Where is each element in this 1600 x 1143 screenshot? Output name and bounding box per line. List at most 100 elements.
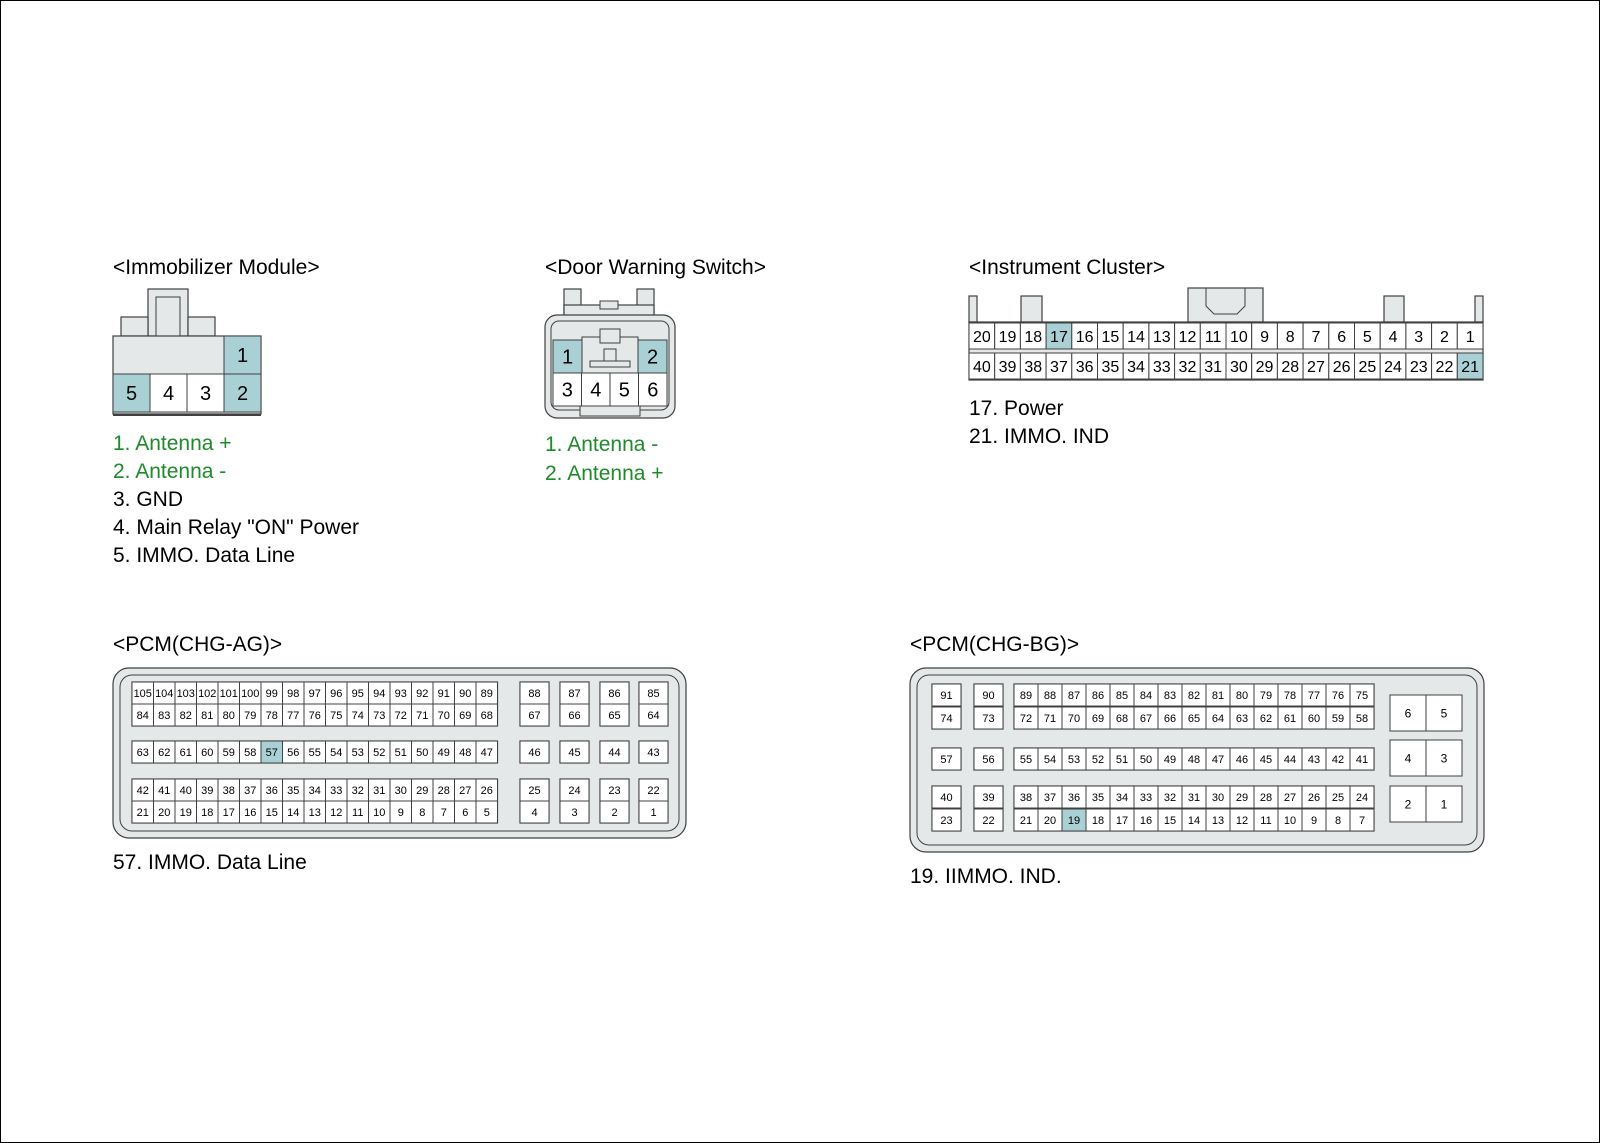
cluster-pin-label: 34 [1127, 359, 1145, 376]
cluster-pin-label: 38 [1024, 359, 1042, 376]
door-switch-title: <Door Warning Switch> [545, 256, 766, 279]
pcm-ag-pin-label: 28 [438, 785, 450, 797]
pcm-ag-pin-label: 67 [528, 710, 540, 722]
pcm-bg-pin-label: 61 [1284, 713, 1296, 725]
pcm-bg-pin-label: 11 [1260, 815, 1271, 827]
cluster-pin-label: 9 [1260, 329, 1269, 346]
cluster-pin-label: 31 [1204, 359, 1222, 376]
immobilizer-pin-label: 5 [126, 383, 137, 405]
immobilizer-pin-3 [186, 373, 225, 413]
pcm-ag-pin-label: 18 [201, 807, 213, 819]
pcm-ag-pin-label: 27 [459, 785, 471, 797]
pcm-bg-pin-label: 30 [1212, 792, 1224, 804]
cluster-tab [1383, 295, 1405, 323]
immobilizer-legend-item: 2. Antenna - [113, 460, 226, 483]
pcm-bg-pin-label: 63 [1236, 713, 1248, 725]
pcm-bg-pin-label: 24 [1356, 792, 1368, 804]
pcm-bg-pin-39 [973, 785, 1004, 809]
door-switch-pin-label: 2 [647, 347, 658, 369]
pcm-bg-pin-label: 75 [1356, 690, 1368, 702]
door-switch-pin-label: 4 [590, 380, 601, 402]
cluster-pin-6 [1328, 322, 1356, 350]
pcm-bg-pin-label: 29 [1236, 792, 1248, 804]
pcm-ag-pin-label: 42 [137, 785, 149, 797]
pcm-bg-legend-item: 19. IIMMO. IND. [910, 865, 1062, 888]
pcm-bg-pin-label: 56 [982, 754, 994, 766]
pcm-ag-pin-label: 83 [158, 710, 170, 722]
pcm-ag-pin-label: 8 [419, 807, 425, 819]
pcm-ag-pin-label: 98 [287, 688, 299, 700]
pcm-ag-pin-68 [475, 703, 498, 727]
pcm-ag-pin-64 [638, 703, 669, 727]
pcm-bg-pin-label: 46 [1236, 754, 1248, 766]
pcm-bg-pin-label: 60 [1308, 713, 1320, 725]
pcm-ag-pin-label: 72 [395, 710, 407, 722]
door-switch-pin-3 [552, 372, 582, 407]
pcm-ag-pin-label: 102 [198, 688, 216, 700]
pcm-bg-pin-label: 88 [1044, 690, 1056, 702]
pcm-ag-pin-label: 64 [647, 710, 659, 722]
pcm-bg-pin-label: 9 [1311, 815, 1317, 827]
pcm-bg-pin-40 [931, 785, 962, 809]
pcm-bg-pin-label: 49 [1164, 754, 1176, 766]
pcm-ag-pin-label: 4 [531, 807, 537, 819]
pcm-ag-pin-label: 19 [180, 807, 192, 819]
pcm-ag-pin-label: 29 [416, 785, 428, 797]
cluster-legend-item: 21. IMMO. IND [969, 425, 1109, 448]
pcm-ag-pin-label: 100 [241, 688, 259, 700]
pcm-ag-pin-label: 79 [244, 710, 256, 722]
cluster-pin-label: 36 [1076, 359, 1094, 376]
door-switch-legend-item: 1. Antenna - [545, 433, 658, 456]
pcm-ag-pin-label: 7 [441, 807, 447, 819]
cluster-tab [1474, 295, 1484, 323]
pcm-ag-pin-label: 35 [287, 785, 299, 797]
pcm-ag-pin-44 [599, 740, 630, 764]
door-switch-pin-label: 5 [619, 380, 630, 402]
immobilizer-legend-item: 5. IMMO. Data Line [113, 544, 295, 567]
pcm-bg-pin-label: 21 [1020, 815, 1032, 827]
pcm-bg-pin-label: 67 [1140, 713, 1152, 725]
pcm-bg-pin-label: 84 [1140, 690, 1152, 702]
door-switch-bottom-tab [579, 405, 641, 417]
cluster-pin-39 [994, 352, 1021, 380]
pcm-bg-pin-label: 1 [1441, 797, 1448, 811]
pcm-ag-pin-label: 20 [158, 807, 170, 819]
pcm-ag-pin-label: 24 [568, 785, 580, 797]
pcm-ag-pin-label: 69 [459, 710, 471, 722]
pcm-bg-pin-5 [1425, 694, 1463, 732]
pcm-bg-pin-label: 41 [1356, 754, 1368, 766]
pcm-ag-pin-label: 56 [287, 747, 299, 759]
pcm-bg-pin-label: 15 [1164, 815, 1176, 827]
cluster-pin-11 [1199, 322, 1227, 350]
pcm-ag-pin-label: 31 [373, 785, 385, 797]
pcm-bg-pin-label: 2 [1405, 797, 1412, 811]
pcm-ag-pin-label: 70 [438, 710, 450, 722]
pcm-ag-pin-label: 96 [330, 688, 342, 700]
pcm-bg-pin-label: 68 [1116, 713, 1128, 725]
cluster-pin-label: 22 [1436, 359, 1454, 376]
cluster-pin-label: 39 [999, 359, 1017, 376]
pcm-bg-pin-label: 62 [1260, 713, 1272, 725]
pcm-ag-pin-5 [475, 800, 498, 824]
cluster-pin-29 [1251, 352, 1278, 380]
cluster-pin-37 [1045, 352, 1073, 380]
door-switch-tab [599, 300, 619, 310]
pcm-ag-pin-label: 105 [134, 688, 152, 700]
pcm-ag-pin-label: 91 [438, 688, 450, 700]
pcm-bg-pin-74 [931, 706, 962, 730]
pcm-bg-pin-label: 10 [1284, 815, 1296, 827]
cluster-legend: 17. Power 21. IMMO. IND [969, 397, 1109, 448]
pcm-bg-pin-label: 7 [1359, 815, 1365, 827]
immobilizer-pin-2 [223, 373, 262, 413]
pcm-bg-pin-label: 27 [1284, 792, 1296, 804]
cluster-pin-label: 20 [973, 329, 991, 346]
pcm-ag-pin-label: 45 [568, 747, 580, 759]
pcm-ag-pin-label: 22 [647, 785, 659, 797]
immobilizer-pin-label: 1 [237, 345, 248, 367]
pcm-ag-title: <PCM(CHG-AG)> [113, 633, 282, 656]
pcm-ag-pin-3 [559, 800, 590, 824]
cluster-pin-label: 29 [1256, 359, 1274, 376]
immobilizer-shoulder [187, 316, 216, 337]
